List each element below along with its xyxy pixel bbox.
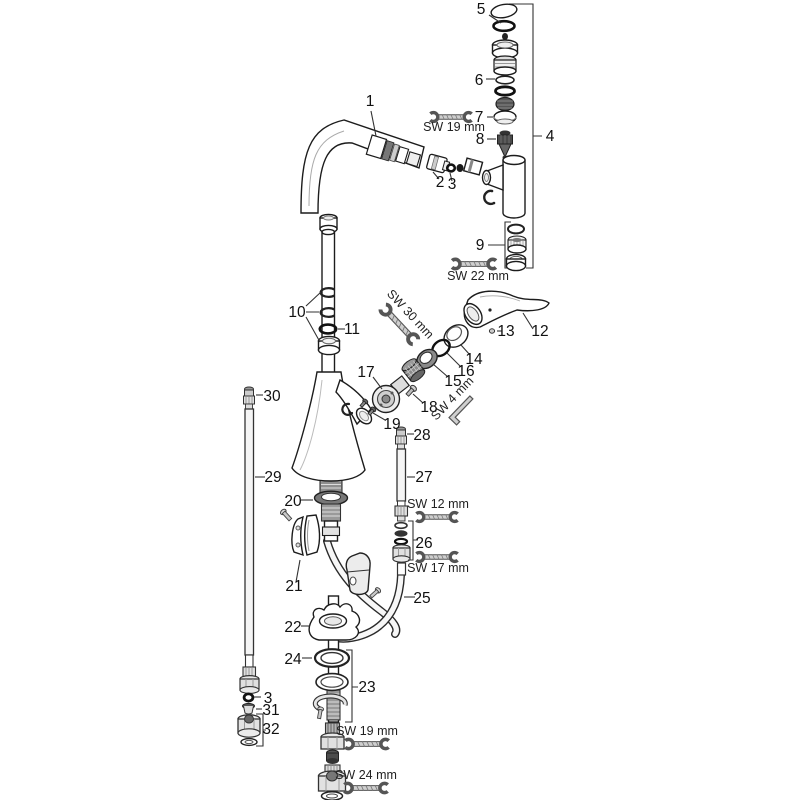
- callout-20: 20: [284, 493, 302, 510]
- callout-2: 2: [436, 174, 445, 191]
- callout-12: 12: [531, 323, 548, 340]
- spray-head-parts: [490, 3, 542, 269]
- part-5-oring: [492, 19, 516, 33]
- part-26-fittings: [392, 521, 411, 563]
- faucet-body: [291, 371, 373, 542]
- tool-sw22: SW 22 mm: [446, 255, 509, 283]
- bracket-32: [256, 713, 266, 747]
- retaining-clip: [483, 189, 495, 206]
- callout-17: 17: [357, 364, 374, 381]
- callout-19: 19: [383, 416, 400, 433]
- callout-25: 25: [413, 590, 430, 607]
- callout-11: 11: [344, 321, 360, 338]
- callout-22: 22: [284, 619, 301, 636]
- part-19-small-parts: [341, 398, 377, 416]
- callout-5: 5: [477, 1, 486, 18]
- wrench-label-sw19-bottom: SW 19 mm: [336, 724, 398, 738]
- mounting-shank: [308, 595, 361, 800]
- part-13-screw: [488, 328, 496, 334]
- callout-29: 29: [264, 469, 281, 486]
- callout-3: 3: [448, 176, 457, 193]
- base-screw: [316, 706, 325, 720]
- callout-6: 6: [475, 72, 484, 89]
- pullout-hose: [323, 537, 401, 638]
- handle-assembly: [416, 290, 550, 370]
- wrench-label-sw19-top: SW 19 mm: [423, 120, 485, 134]
- tool-sw19-top: SW 19 mm: [423, 109, 485, 134]
- part-6-oring-b: [494, 85, 516, 97]
- part-29-hose: [244, 408, 255, 656]
- hex-nut-sw19: [320, 736, 345, 750]
- cartridge: [341, 358, 426, 416]
- callout-26: 26: [415, 535, 432, 552]
- allen-key-icon: [448, 395, 474, 426]
- part-6-oring-a: [495, 75, 515, 85]
- wrench-label-sw17: SW 17 mm: [407, 561, 469, 575]
- tool-sw30: SW 30 mm: [373, 287, 437, 352]
- clamp-screw: [280, 508, 293, 522]
- spout: [300, 119, 457, 214]
- wrench-label-sw12: SW 12 mm: [407, 497, 469, 511]
- part-11-oring: [318, 323, 338, 335]
- c-ring-lower: [319, 307, 336, 318]
- part-18-screw: [405, 384, 417, 397]
- callout-labels: 1 2 3 4 5 6 7 8 9 10 11 12 13 14 15 16 1…: [262, 1, 554, 738]
- callout-14: 14: [465, 351, 483, 368]
- part-27-hose: [396, 448, 407, 502]
- part-2-coupling: [426, 153, 451, 174]
- wrench-label-sw24: SW 24 mm: [335, 768, 397, 782]
- callout-1: 1: [366, 93, 375, 110]
- callout-18: 18: [420, 399, 437, 416]
- callout-32: 32: [262, 721, 279, 738]
- wrench-label-sw22: SW 22 mm: [447, 269, 509, 283]
- callout-3b: 3: [264, 690, 273, 707]
- supply-hose-short: [392, 426, 418, 576]
- spray-head-body: [456, 154, 526, 219]
- hose-weight: [345, 552, 371, 596]
- part-8-aerator: [499, 130, 511, 136]
- callout-27: 27: [415, 469, 432, 486]
- bracket-26: [408, 520, 418, 561]
- filter-mesh: [495, 96, 515, 112]
- callout-8: 8: [476, 131, 485, 148]
- callout-28: 28: [413, 427, 430, 444]
- callout-15: 15: [444, 373, 461, 390]
- leader-lines: [254, 14, 534, 723]
- riser-pipe: [317, 213, 341, 374]
- callout-7: 7: [475, 109, 484, 126]
- tool-sw24: SW 24 mm: [335, 768, 397, 797]
- callout-10: 10: [288, 304, 306, 321]
- part-5-cap: [490, 3, 518, 19]
- part-14-cone: [443, 324, 469, 348]
- callout-30: 30: [263, 388, 281, 405]
- supply-hose-long: [237, 386, 266, 747]
- callout-13: 13: [497, 323, 514, 340]
- callout-16: 16: [457, 363, 474, 380]
- callout-24: 24: [284, 651, 302, 668]
- callout-31: 31: [262, 702, 279, 719]
- spout-connector-ridges: [365, 134, 422, 168]
- check-valve-parts: [488, 221, 527, 272]
- callout-21: 21: [285, 578, 302, 595]
- part-3-oring: [445, 163, 457, 173]
- mounting-clamp: [280, 508, 382, 599]
- tool-sw19-bottom: SW 19 mm: [336, 724, 398, 753]
- bracket-23: [345, 649, 358, 723]
- callout-4: 4: [546, 128, 555, 145]
- bracket-4: [509, 3, 542, 269]
- callout-23: 23: [358, 679, 375, 696]
- tool-sw17: SW 17 mm: [407, 549, 469, 575]
- callout-9: 9: [476, 237, 485, 254]
- tool-sw12: SW 12 mm: [407, 497, 469, 525]
- part-3b-oring: [242, 692, 255, 703]
- clamp-screw-2: [369, 587, 382, 599]
- part-12-lever: [463, 290, 550, 329]
